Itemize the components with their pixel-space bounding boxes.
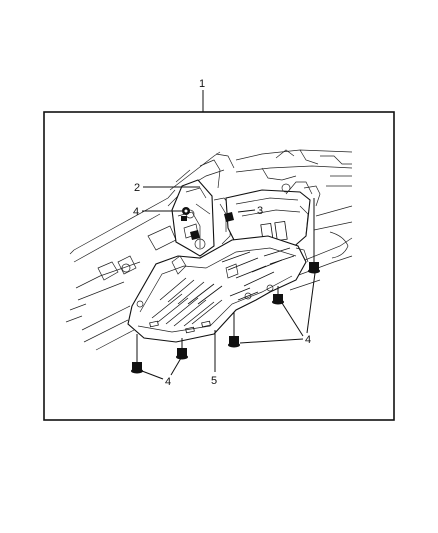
callout-1-label: 1 (199, 78, 205, 90)
diagram-frame (43, 111, 395, 421)
upper-shield-part (224, 181, 321, 251)
callouts: 2 4 3 5 4 4 (133, 182, 316, 388)
callout-3-leader (237, 209, 256, 213)
bolt-front-left (131, 334, 143, 374)
bolt-rear-right (308, 198, 320, 274)
bolts (131, 198, 320, 374)
bolt-front-center (176, 338, 188, 360)
callout-4-label-right: 4 (305, 334, 311, 346)
callout-4-leader-left-a (141, 370, 164, 380)
skid-plate-part (127, 235, 309, 343)
bolt-rear-center (272, 286, 284, 305)
bolt-bracket (182, 207, 190, 215)
skid-plate-slots (151, 247, 295, 327)
callout-4-leader-right-c (306, 272, 316, 334)
callout-5-label: 5 (211, 375, 217, 387)
callout-4-leader-right-b (281, 302, 304, 337)
callout-4-label-left: 4 (165, 376, 171, 388)
bolt-center (228, 312, 240, 348)
callout-3-label: 3 (257, 205, 263, 217)
bracket-part (171, 159, 233, 257)
callout-4-leader-left-b (170, 357, 182, 376)
callout-4-leader-right-a (239, 338, 304, 344)
callout-4-label-bracket: 4 (133, 206, 139, 218)
callout-2-label: 2 (134, 182, 140, 194)
